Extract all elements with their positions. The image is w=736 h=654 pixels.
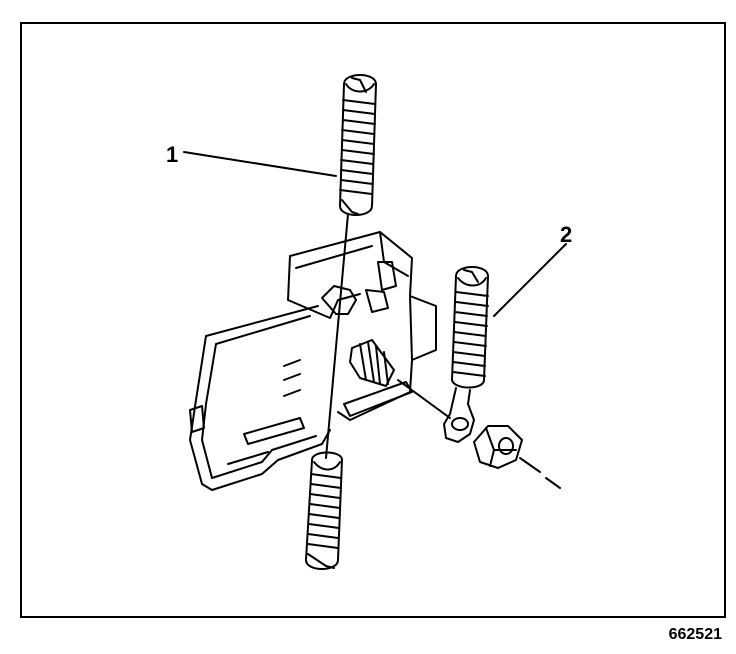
figure-frame — [20, 22, 726, 618]
terminal-spring — [443, 266, 489, 443]
bracket-assembly — [189, 231, 437, 491]
figure-id: 662521 — [668, 626, 722, 643]
alignment-line-nut-b — [545, 477, 561, 489]
upper-spring — [339, 74, 377, 216]
hex-nut — [473, 425, 523, 469]
callout-2: 2 — [560, 222, 573, 247]
lower-spring — [305, 451, 343, 570]
alignment-line-vertical — [325, 213, 349, 459]
leader-line-2 — [493, 243, 567, 317]
alignment-line-nut-a — [519, 457, 541, 473]
alignment-line-stud — [397, 379, 451, 419]
callout-1: 1 — [166, 142, 179, 167]
leader-line-1 — [183, 151, 337, 177]
